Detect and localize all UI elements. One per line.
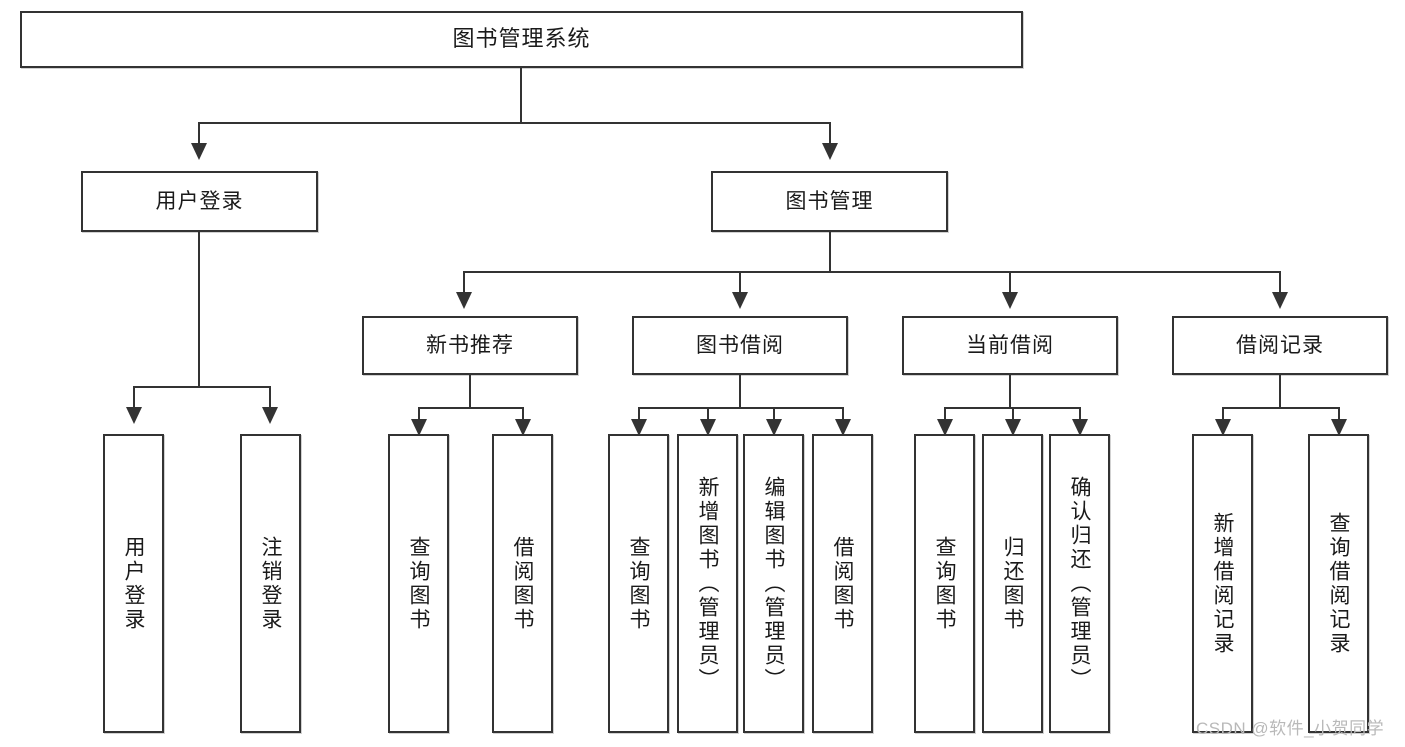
connector-new-book-l2 — [522, 407, 524, 421]
arrowhead-current-borrow-l1 — [937, 419, 953, 436]
node-label: 图书借阅 — [696, 333, 784, 357]
node-label: 用户登录 — [155, 189, 244, 213]
connector-root-trunk — [520, 68, 522, 123]
arrowhead-borrow-record-l1 — [1215, 419, 1231, 436]
connector-user-login-left — [133, 386, 135, 409]
node-label: 借阅图书 — [831, 535, 854, 632]
arrowhead-user-login-left — [126, 407, 142, 424]
connector-bm-to-new-book — [463, 271, 465, 294]
node-label: 确认归还（管理员） — [1068, 475, 1091, 692]
arrowhead-new-book-l2 — [515, 419, 531, 436]
connector-book-borrow-l3 — [773, 407, 775, 421]
arrowhead-book-borrow-l1 — [631, 419, 647, 436]
arrowhead-bm-to-book-borrow — [732, 292, 748, 309]
node-label: 新增借阅记录 — [1211, 511, 1234, 656]
arrowhead-current-borrow-l3 — [1072, 419, 1088, 436]
connector-book-borrow-bus — [638, 407, 842, 409]
connector-book-management-bus — [463, 271, 1281, 273]
leaf-confirm-return[interactable]: 确认归还（管理员） — [1049, 434, 1110, 733]
leaf-logout-login[interactable]: 注销登录 — [240, 434, 301, 733]
connector-book-management-trunk — [829, 232, 831, 272]
leaf-borrow-book-new[interactable]: 借阅图书 — [492, 434, 553, 733]
leaf-return-book[interactable]: 归还图书 — [982, 434, 1043, 733]
node-root-book-management-system[interactable]: 图书管理系统 — [20, 11, 1023, 68]
connector-root-bus — [198, 122, 831, 124]
connector-bm-to-current-borrow — [1009, 271, 1011, 294]
arrowhead-book-borrow-l2 — [700, 419, 716, 436]
node-label: 借阅图书 — [511, 535, 534, 632]
node-user-login[interactable]: 用户登录 — [81, 171, 318, 232]
connector-book-borrow-trunk — [739, 375, 741, 408]
connector-new-book-trunk — [469, 375, 471, 408]
node-label: 查询图书 — [933, 535, 956, 632]
leaf-edit-book[interactable]: 编辑图书（管理员） — [743, 434, 804, 733]
csdn-watermark: CSDN @软件_小贺同学 — [1196, 719, 1385, 738]
connector-borrow-record-l2 — [1338, 407, 1340, 421]
node-book-management[interactable]: 图书管理 — [711, 171, 948, 232]
arrowhead-borrow-record-l2 — [1331, 419, 1347, 436]
node-new-book-recommend[interactable]: 新书推荐 — [362, 316, 578, 375]
node-book-borrow[interactable]: 图书借阅 — [632, 316, 848, 375]
leaf-query-book-new[interactable]: 查询图书 — [388, 434, 449, 733]
node-label: 用户登录 — [122, 535, 145, 632]
connector-borrow-record-bus — [1222, 407, 1339, 409]
leaf-borrow-book[interactable]: 借阅图书 — [812, 434, 873, 733]
node-label: 图书管理 — [785, 189, 874, 213]
node-borrow-record[interactable]: 借阅记录 — [1172, 316, 1388, 375]
node-label: 新增图书（管理员） — [696, 475, 719, 692]
arrowhead-root-to-user-login — [191, 143, 207, 160]
connector-new-book-bus — [418, 407, 523, 409]
node-label: 查询图书 — [627, 535, 650, 632]
arrowhead-bm-to-new-book — [456, 292, 472, 309]
connector-book-borrow-l2 — [707, 407, 709, 421]
arrowhead-new-book-l1 — [411, 419, 427, 436]
leaf-user-login[interactable]: 用户登录 — [103, 434, 164, 733]
node-label: 新书推荐 — [426, 333, 514, 357]
arrowhead-bm-to-borrow-record — [1272, 292, 1288, 309]
connector-root-to-book-management — [829, 122, 831, 145]
arrowhead-book-borrow-l4 — [835, 419, 851, 436]
connector-book-borrow-l1 — [638, 407, 640, 421]
connector-book-borrow-l4 — [842, 407, 844, 421]
node-label: 图书管理系统 — [452, 26, 591, 52]
connector-new-book-l1 — [418, 407, 420, 421]
connector-current-borrow-l2 — [1012, 407, 1014, 421]
arrowhead-user-login-right — [262, 407, 278, 424]
connector-user-login-trunk — [198, 232, 200, 387]
connector-current-borrow-trunk — [1009, 375, 1011, 408]
leaf-query-borrow-record[interactable]: 查询借阅记录 — [1308, 434, 1369, 733]
connector-user-login-bus — [133, 386, 270, 388]
connector-current-borrow-l1 — [944, 407, 946, 421]
node-label: 查询借阅记录 — [1327, 511, 1350, 656]
node-label: 查询图书 — [407, 535, 430, 632]
connector-borrow-record-trunk — [1279, 375, 1281, 408]
connector-bm-to-book-borrow — [739, 271, 741, 294]
connector-borrow-record-l1 — [1222, 407, 1224, 421]
node-label: 当前借阅 — [966, 333, 1054, 357]
connector-current-borrow-l3 — [1079, 407, 1081, 421]
arrowhead-root-to-book-management — [822, 143, 838, 160]
leaf-add-book[interactable]: 新增图书（管理员） — [677, 434, 738, 733]
connector-bm-to-borrow-record — [1279, 271, 1281, 294]
arrowhead-current-borrow-l2 — [1005, 419, 1021, 436]
node-label: 归还图书 — [1001, 535, 1024, 632]
leaf-query-book-borrow[interactable]: 查询图书 — [608, 434, 669, 733]
leaf-query-book-current[interactable]: 查询图书 — [914, 434, 975, 733]
connector-current-borrow-bus — [944, 407, 1079, 409]
connector-root-to-user-login — [198, 122, 200, 145]
node-label: 借阅记录 — [1236, 333, 1324, 357]
arrowhead-bm-to-current-borrow — [1002, 292, 1018, 309]
node-label: 注销登录 — [259, 535, 282, 632]
node-current-borrow[interactable]: 当前借阅 — [902, 316, 1118, 375]
leaf-add-borrow-record[interactable]: 新增借阅记录 — [1192, 434, 1253, 733]
connector-user-login-right — [269, 386, 271, 409]
arrowhead-book-borrow-l3 — [766, 419, 782, 436]
node-label: 编辑图书（管理员） — [762, 475, 785, 692]
